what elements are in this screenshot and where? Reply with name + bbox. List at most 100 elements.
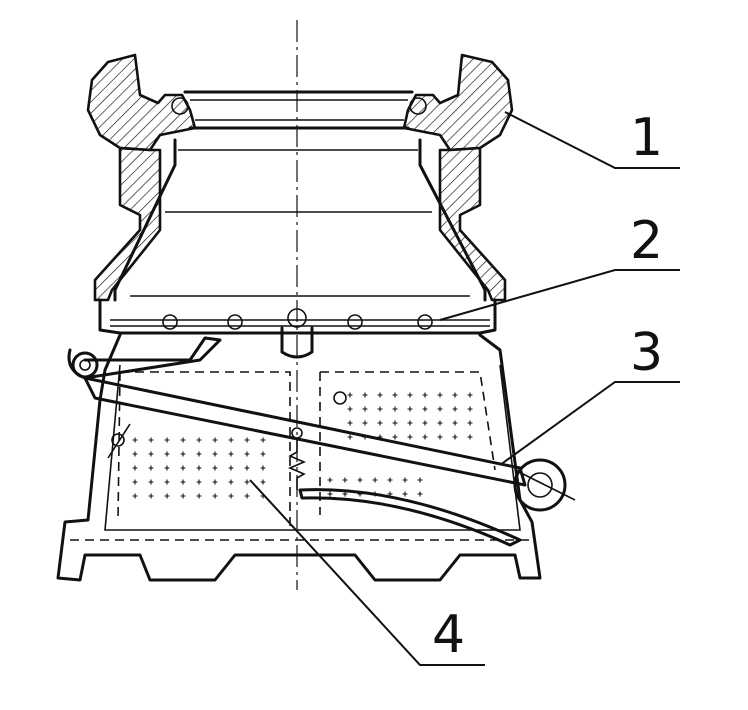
stipple-mark — [244, 493, 250, 499]
right-claw — [402, 53, 514, 152]
lever-pivot-pin — [79, 359, 91, 371]
lever-end-boss — [513, 458, 567, 512]
left-small-pin — [111, 433, 125, 447]
stipple-mark — [244, 437, 250, 443]
conical-body — [93, 138, 507, 302]
stipple-mark — [132, 493, 138, 499]
stipple-mark — [228, 479, 234, 485]
stipple-mark — [347, 434, 353, 440]
lever-end-pin — [527, 472, 553, 498]
stipple-mark — [228, 437, 234, 443]
left-small-pin-line — [107, 423, 131, 459]
stipple-mark — [437, 434, 443, 440]
strainer-hole-3 — [287, 308, 307, 328]
flap-outline — [298, 488, 522, 547]
leader-3 — [499, 381, 680, 466]
stipple-mark — [260, 479, 266, 485]
stipple-mark — [407, 392, 413, 398]
housing-outer — [56, 333, 542, 582]
stipple-mark — [327, 477, 333, 483]
stipple-mark — [164, 479, 170, 485]
right-chamber — [319, 371, 496, 515]
stipple-mark — [392, 420, 398, 426]
stipple-mark — [164, 465, 170, 471]
stipple-mark — [362, 420, 368, 426]
inner-cone — [113, 138, 487, 302]
stipple-mark — [164, 493, 170, 499]
right-body-wall — [438, 146, 507, 302]
stipple-mark — [132, 479, 138, 485]
callouts: 1 2 3 4 — [249, 108, 680, 666]
left-chamber-stipple — [132, 437, 266, 499]
stipple-mark — [260, 437, 266, 443]
stipple-mark — [212, 465, 218, 471]
stipple-mark — [327, 491, 333, 497]
valve-lever — [67, 336, 576, 512]
stipple-mark — [180, 493, 186, 499]
stipple-mark — [437, 420, 443, 426]
stipple-mark — [407, 406, 413, 412]
stipple-mark — [164, 451, 170, 457]
stipple-mark — [132, 437, 138, 443]
stipple-mark — [347, 420, 353, 426]
right-small-pin — [333, 391, 347, 405]
stipple-mark — [347, 406, 353, 412]
stipple-mark — [342, 477, 348, 483]
leader-2 — [439, 269, 680, 321]
lever-end-crossline — [514, 469, 576, 501]
stipple-mark — [467, 434, 473, 440]
stipple-mark — [362, 406, 368, 412]
stipple-mark — [196, 451, 202, 457]
stipple-mark — [437, 392, 443, 398]
coupling-head — [86, 53, 514, 152]
stipple-mark — [437, 406, 443, 412]
valve-flap — [107, 391, 522, 547]
stipple-mark — [357, 477, 363, 483]
stipple-mark — [467, 420, 473, 426]
stipple-mark — [452, 406, 458, 412]
leader-4 — [249, 479, 485, 666]
stipple-mark — [196, 493, 202, 499]
stipple-mark — [452, 420, 458, 426]
stipple-mark — [244, 479, 250, 485]
stipple-mark — [180, 451, 186, 457]
strainer-hole-2 — [227, 314, 243, 330]
stipple-mark — [377, 406, 383, 412]
stipple-mark — [387, 477, 393, 483]
stipple-mark — [417, 491, 423, 497]
stipple-mark — [148, 465, 154, 471]
left-claw — [86, 53, 197, 152]
strainer-plate — [98, 298, 497, 359]
stipple-mark — [392, 406, 398, 412]
stipple-mark — [417, 477, 423, 483]
stipple-mark — [132, 465, 138, 471]
callout-label-2: 2 — [630, 211, 663, 271]
stipple-mark — [347, 392, 353, 398]
stipple-mark — [180, 465, 186, 471]
stipple-mark — [422, 392, 428, 398]
leader-1 — [504, 111, 680, 169]
callout-label-4: 4 — [432, 605, 465, 665]
left-body-wall — [93, 146, 162, 302]
stipple-mark — [244, 451, 250, 457]
stipple-mark — [180, 437, 186, 443]
stipple-mark — [377, 392, 383, 398]
stipple-mark — [148, 451, 154, 457]
stipple-mark — [212, 451, 218, 457]
right-seal-ring — [409, 97, 427, 115]
stipple-mark — [372, 477, 378, 483]
stipple-mark — [212, 479, 218, 485]
stipple-mark — [212, 437, 218, 443]
strainer-hole-1 — [162, 314, 178, 330]
stipple-mark — [392, 434, 398, 440]
stipple-mark — [407, 434, 413, 440]
stipple-mark — [467, 392, 473, 398]
callout-label-1: 1 — [630, 108, 663, 168]
callout-label-3: 3 — [630, 323, 663, 383]
lever-pivot — [71, 351, 99, 379]
strainer-hole-4 — [347, 314, 363, 330]
stipple-mark — [342, 491, 348, 497]
stipple-mark — [148, 493, 154, 499]
spring-anchor — [291, 427, 303, 439]
